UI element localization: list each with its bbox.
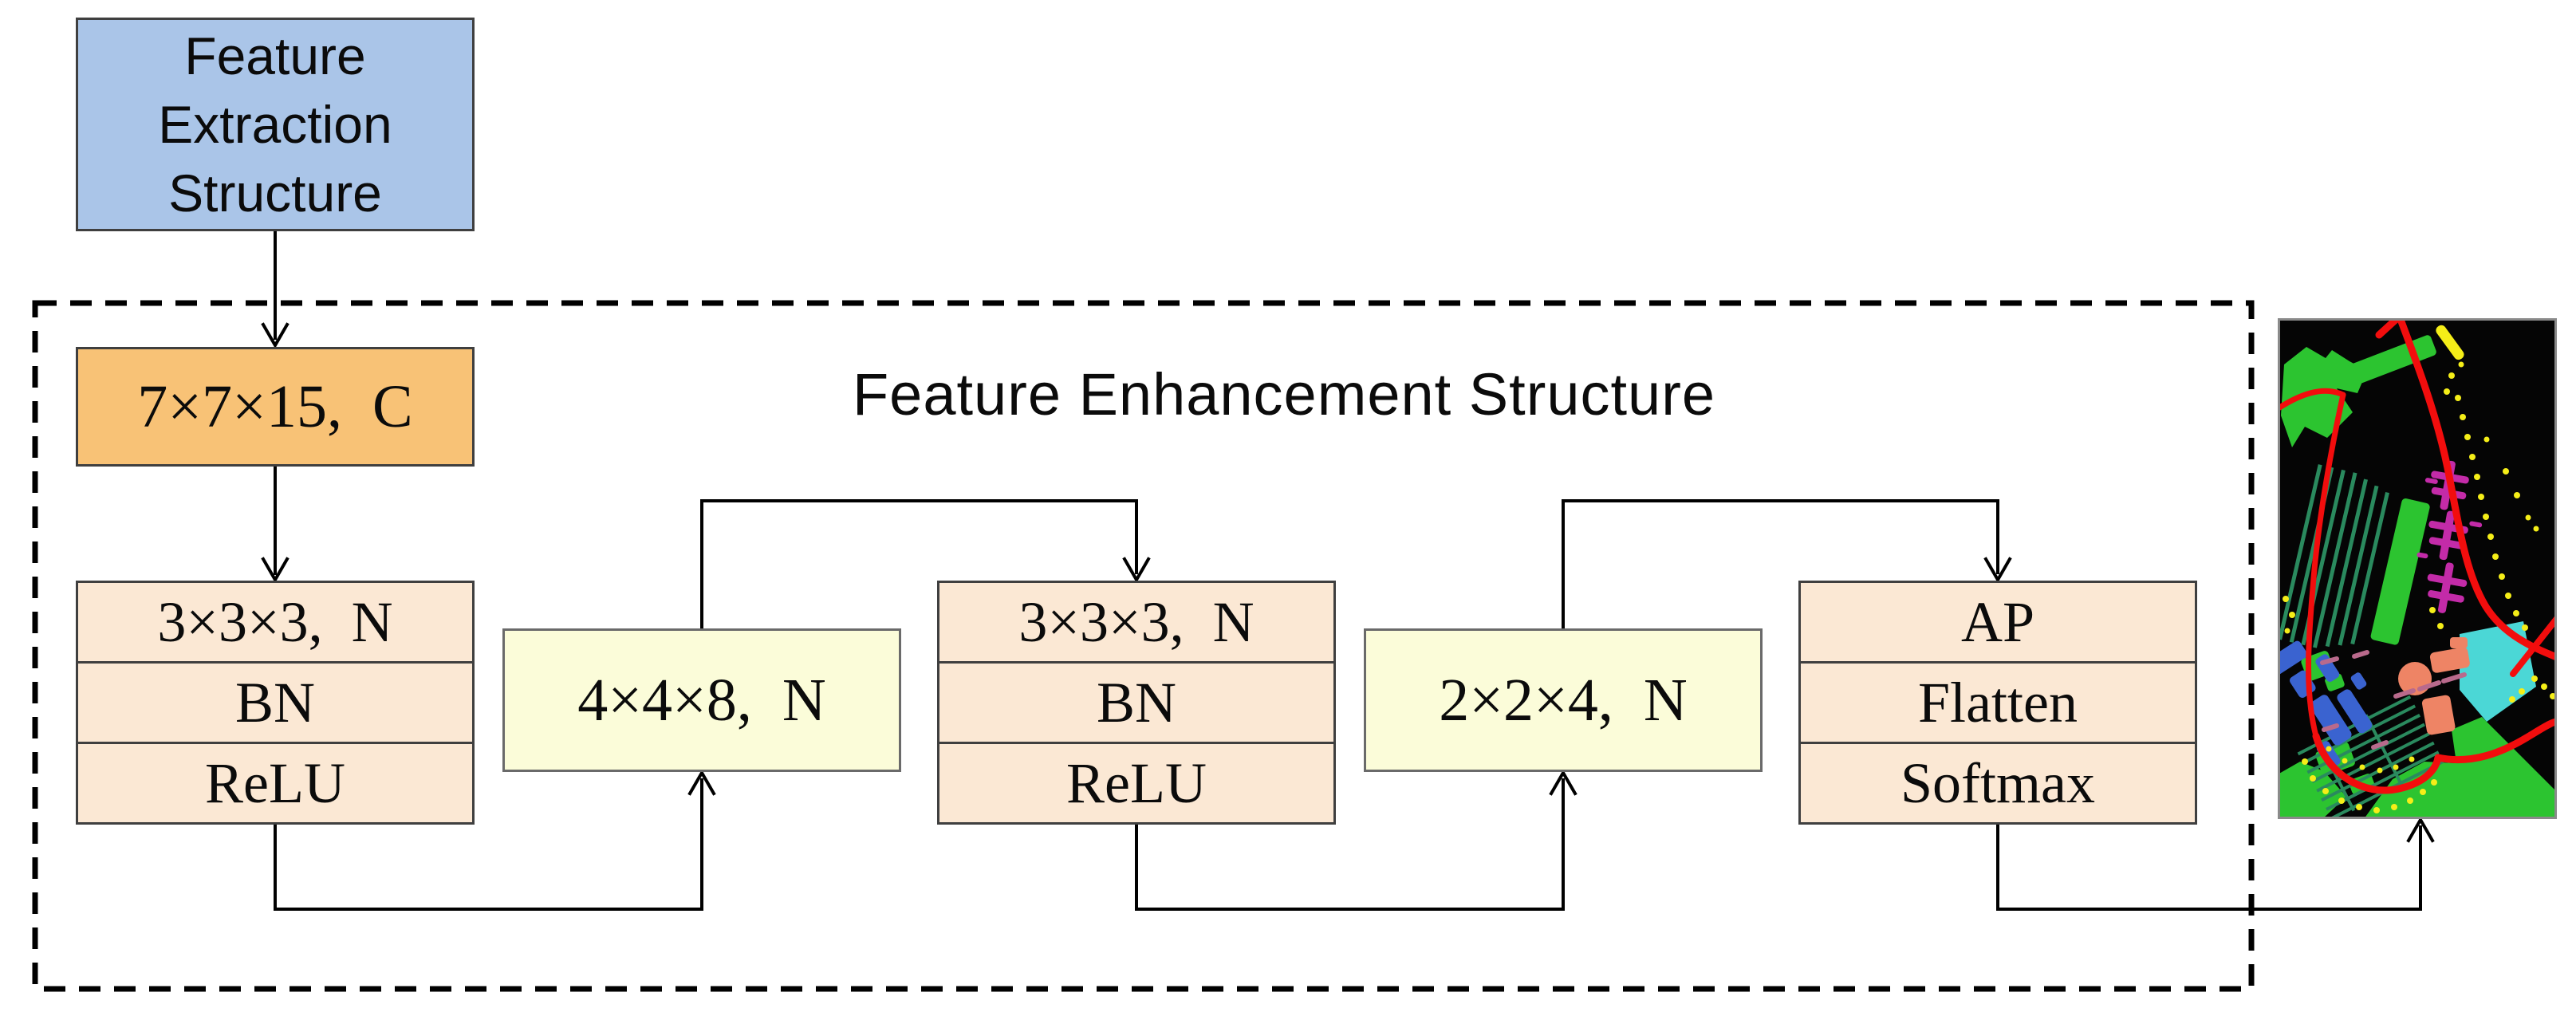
stack-row: 3×3×3, N (78, 583, 472, 661)
feature-extraction-label: Feature Extraction Structure (158, 26, 392, 223)
stack-row-label: AP (1960, 589, 2035, 654)
stack-row-label: ReLU (205, 750, 345, 815)
conv-7x7x15-box: 7×7×15, C (76, 347, 475, 467)
stack-row-label: Softmax (1900, 750, 2095, 815)
map-border (2278, 318, 2557, 819)
arrow-stack2-to-reshape2 (1135, 778, 1565, 911)
conv-stack-2: 3×3×3, N BN ReLU (937, 581, 1336, 825)
stack-row: ReLU (78, 742, 472, 822)
reshape-2x2x4-label: 2×2×4, N (1439, 666, 1688, 734)
stack-row: BN (78, 661, 472, 742)
arrowhead (2406, 816, 2435, 843)
stack-row: 3×3×3, N (939, 583, 1333, 661)
stack-row-label: BN (1096, 670, 1177, 734)
arrowhead (261, 322, 290, 349)
pavia-classification-map (2278, 318, 2557, 819)
stack-row-label: ReLU (1066, 750, 1207, 815)
arrow-stack1-to-reshape1 (274, 778, 703, 911)
reshape-4x4x8-label: 4×4×8, N (577, 666, 826, 734)
feature-enhancement-boundary (32, 300, 2255, 992)
reshape-4x4x8-box: 4×4×8, N (502, 628, 901, 772)
stack-row-label: Flatten (1918, 670, 2078, 734)
skip-reshape1-to-stack2 (700, 499, 1138, 630)
arrowhead (1549, 769, 1578, 796)
map-yellow-dots (2283, 325, 2556, 813)
stack-row: Flatten (1801, 661, 2195, 742)
map-roads (2278, 318, 2557, 794)
map-rose-dashes (2320, 650, 2467, 750)
map-cyan-field (2460, 621, 2536, 722)
stack-row: AP (1801, 583, 2195, 661)
feature-extraction-box: Feature Extraction Structure (76, 18, 475, 231)
map-meadows (2278, 335, 2557, 819)
arrowhead (687, 769, 716, 796)
arrowhead (1983, 557, 2012, 584)
stack-row-label: 3×3×3, N (157, 589, 393, 654)
conv-stack-1: 3×3×3, N BN ReLU (76, 581, 475, 825)
stack-row-label: 3×3×3, N (1018, 589, 1255, 654)
classifier-stack: AP Flatten Softmax (1798, 581, 2197, 825)
reshape-2x2x4-box: 2×2×4, N (1364, 628, 1763, 772)
arrow-stack3-to-map (1996, 823, 2422, 911)
stack-row: ReLU (939, 742, 1333, 822)
stack-row-label: BN (234, 670, 316, 734)
section-title: Feature Enhancement Structure (852, 361, 1716, 427)
conv-7x7x15-label: 7×7×15, C (137, 372, 413, 440)
stack-row: Softmax (1801, 742, 2195, 822)
arrowhead (261, 557, 290, 584)
stack-row: BN (939, 661, 1333, 742)
arrowhead (1122, 557, 1151, 584)
skip-reshape2-to-stack3 (1562, 499, 1999, 630)
